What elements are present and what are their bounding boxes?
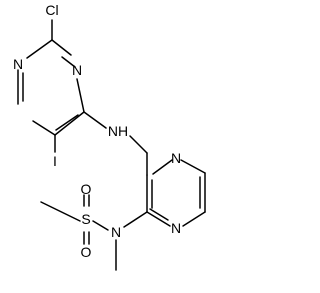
oxygen-top-label: O (81, 181, 92, 197)
bond (182, 211, 206, 227)
sulfonamide-n-label: N (111, 224, 121, 240)
pyrimidine-n1-label: N (13, 56, 23, 72)
pyrazine-n1-label: N (171, 150, 181, 166)
bond (129, 135, 148, 154)
chemical-structure-diagram: Cl N N I NH N N N S O O (13, 2, 206, 271)
bond (83, 111, 107, 129)
bond (152, 159, 173, 175)
iodine-label: I (53, 153, 57, 169)
bond (54, 111, 85, 136)
bond (92, 220, 109, 231)
bond (32, 120, 56, 136)
bond (51, 39, 72, 56)
sulfur-label: S (81, 211, 90, 227)
bond (55, 114, 79, 131)
pyrazine-ring (146, 159, 206, 227)
pyrazine-n4-label: N (171, 220, 181, 236)
bond (40, 201, 81, 222)
amine-nh-label: NH (108, 123, 128, 139)
pyrimidine-ring (17, 19, 85, 136)
bond (76, 78, 85, 113)
oxygen-bottom-label: O (81, 244, 92, 260)
pyrimidine-n3-label: N (72, 62, 82, 78)
bond (149, 208, 169, 221)
chlorine-label: Cl (45, 2, 58, 18)
bond (61, 56, 76, 68)
bond (146, 211, 171, 227)
bond (26, 39, 53, 59)
bond (180, 159, 206, 174)
bond (123, 211, 148, 228)
